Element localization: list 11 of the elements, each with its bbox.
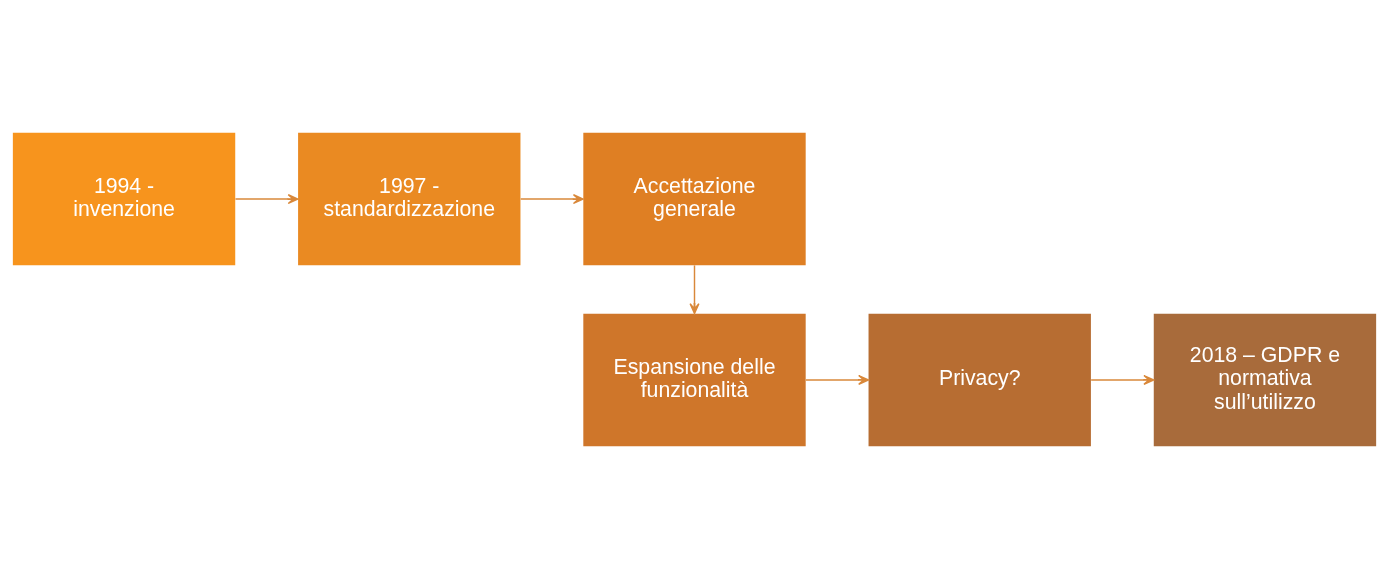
node-box: Espansione delle funzionalità [583,313,806,446]
arrow [519,193,584,204]
node-box: 1997 - standardizzazione [298,132,521,265]
arrow [689,264,700,314]
node-box: Privacy? [868,313,1091,446]
arrow [1090,374,1155,385]
node-box: Accettazione generale [583,132,806,265]
arrow [805,374,870,385]
node-box: 2018 – GDPR e normativa sull’utilizzo [1153,313,1377,446]
arrow [234,193,299,204]
node-box: 1994 - invenzione [12,132,236,265]
